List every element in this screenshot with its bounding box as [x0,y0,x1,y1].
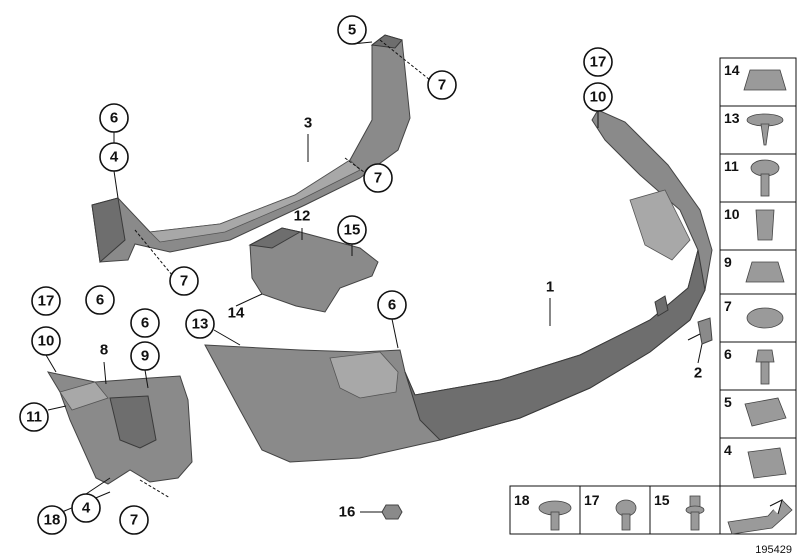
legend-cell-number: 10 [724,206,740,222]
callout-number: 6 [377,290,407,320]
callout-circle [337,15,367,45]
callout-number: 11 [19,402,49,432]
callout-number: 7 [169,266,199,296]
callout-label: 13 [192,316,209,333]
callout-circle [185,309,215,339]
callout-label: 7 [180,273,188,290]
callout-number: 7 [427,70,457,100]
callout-circle [130,308,160,338]
callout-label: 4 [110,149,119,166]
callout-number: 5 [337,15,367,45]
callout-circle [19,402,49,432]
legend-cell-number: 7 [724,298,732,314]
callout-label: 7 [130,512,138,529]
part-label: 3 [304,115,312,132]
callout-circle [169,266,199,296]
callout-label: 9 [141,348,149,365]
callout-circle [31,326,61,356]
callout-label: 7 [438,77,446,94]
callout-number: 13 [185,309,215,339]
callout-number: 15 [337,215,367,245]
callout-circle [119,505,149,535]
legend-column [719,57,797,535]
callout-circle [85,285,115,315]
callout-circle [583,47,613,77]
callout-number: 4 [71,493,101,523]
legend-row-labels: 18 17 15 [514,492,670,508]
part-label: 8 [100,342,108,359]
legend-cell-number: 4 [724,442,732,458]
callout-circle [71,493,101,523]
callout-number: 7 [363,163,393,193]
legend-cell-number: 6 [724,346,732,362]
legend-cell-number: 18 [514,492,530,508]
part-label: 12 [294,208,311,225]
bumper-carrier-part [91,34,411,263]
legend-column-labels: 14 13 11 10 9 7 6 5 4 [724,62,740,458]
legend-cell-number: 11 [724,158,739,174]
bumper-trim-panel-part [204,109,713,463]
callout-label: 18 [44,512,61,529]
callout-label: 4 [82,500,91,517]
callout-label: 6 [388,297,396,314]
callout-label: 11 [26,409,42,426]
callout-number: 7 [119,505,149,535]
part-label: 1 [546,279,554,296]
callout-number: 9 [130,341,160,371]
callout-label: 10 [590,89,607,106]
callout-circle [99,103,129,133]
callout-circle [363,163,393,193]
callout-label: 15 [344,222,361,239]
callout-circle [583,82,613,112]
callout-number: 6 [130,308,160,338]
callout-label: 6 [96,292,104,309]
legend-row [509,485,721,535]
air-guide-part [248,227,379,313]
callout-label: 6 [110,110,118,127]
callout-circle [377,290,407,320]
callout-number: 10 [583,82,613,112]
legend-cell-number: 14 [724,62,740,78]
callout-circle [337,215,367,245]
callout-label: 7 [374,170,382,187]
legend-cell-number: 9 [724,254,732,270]
callout-label: 17 [38,293,55,310]
legend-cell-number: 5 [724,394,732,410]
callout-label: 10 [38,333,55,350]
legend-cell-number: 15 [654,492,670,508]
callout-number: 18 [37,505,67,535]
callout-number: 6 [99,103,129,133]
callout-number: 10 [31,326,61,356]
part-label: 2 [694,365,702,382]
callout-circle [37,505,67,535]
document-number: 195429 [755,544,792,556]
callout-number: 17 [583,47,613,77]
callout-number: 4 [99,142,129,172]
legend-cell-number: 17 [584,492,600,508]
nut-part [381,504,403,520]
small-clip-part [687,317,713,345]
left-bracket-part [46,371,193,485]
legend-cell-number: 13 [724,110,740,126]
callout-number: 6 [85,285,115,315]
callout-label: 6 [141,315,149,332]
callout-circle [427,70,457,100]
callout-circle [99,142,129,172]
part-label: 16 [339,504,356,521]
callout-number: 17 [31,286,61,316]
callout-circle [130,341,160,371]
leader-lines [45,39,703,513]
part-label: 14 [228,305,245,322]
callout-label: 5 [348,22,356,39]
callout-circle [31,286,61,316]
callout-label: 17 [590,54,607,71]
